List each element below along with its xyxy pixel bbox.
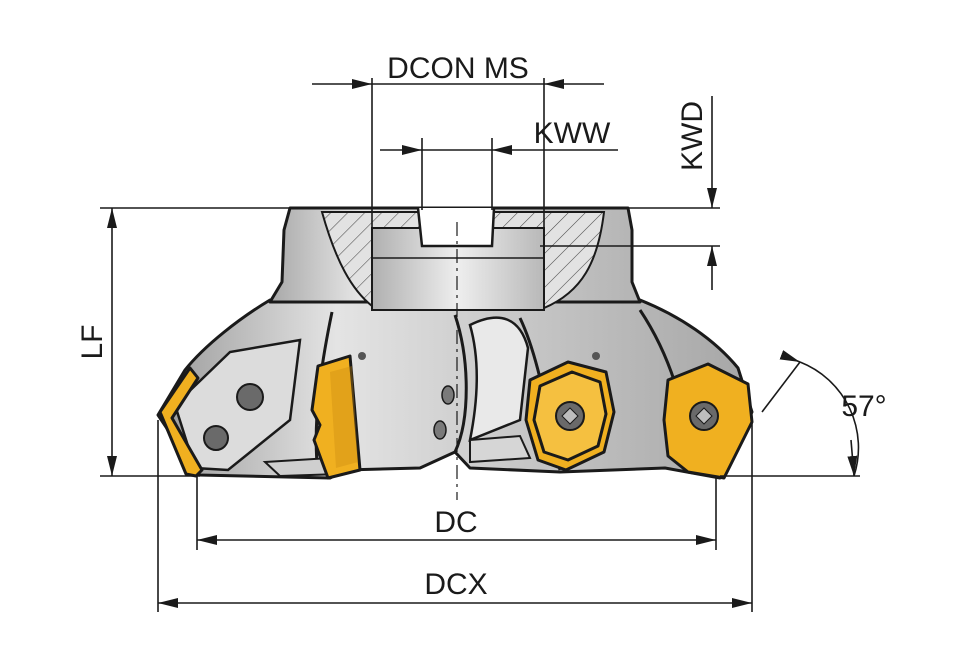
label-angle: 57° bbox=[841, 390, 886, 423]
coolant-hole-1 bbox=[441, 385, 455, 405]
label-dcon-ms: DCON MS bbox=[387, 52, 529, 85]
insert-left bbox=[158, 366, 204, 478]
clamp-screw-2 bbox=[203, 425, 229, 451]
label-lf: LF bbox=[76, 324, 109, 359]
insert-right bbox=[662, 362, 754, 480]
label-kww: KWW bbox=[534, 117, 611, 150]
label-dc: DC bbox=[434, 506, 477, 539]
label-kwd: KWD bbox=[676, 101, 709, 171]
dimension-lines bbox=[107, 79, 860, 608]
insert-center-right bbox=[524, 360, 616, 472]
label-dcx: DCX bbox=[424, 568, 487, 601]
insert-center-left bbox=[310, 354, 362, 480]
extension-lines bbox=[100, 78, 860, 612]
keyway-notch bbox=[416, 207, 496, 248]
inserts bbox=[158, 354, 754, 480]
clamp-screw-1 bbox=[236, 383, 264, 411]
coolant-hole-2 bbox=[433, 420, 447, 440]
cutter-body bbox=[156, 206, 754, 480]
dimension-labels: DCON MS KWW KWD LF 57° DC DCX bbox=[76, 52, 887, 601]
